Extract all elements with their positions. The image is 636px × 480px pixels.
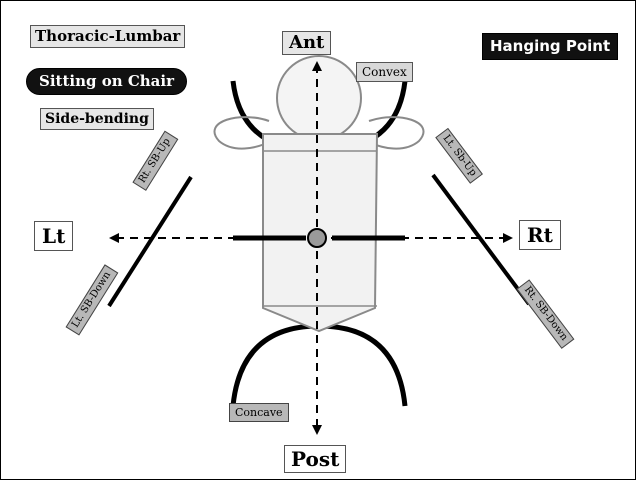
posterior-label: Post [284, 445, 346, 473]
center-joint [308, 229, 326, 247]
motion-label: Side-bending [40, 108, 154, 130]
convex-label: Convex [356, 62, 413, 82]
left-diagonal-line [109, 177, 191, 306]
hanging-point-label: Hanging Point [482, 33, 618, 60]
anterior-label: Ant [282, 31, 331, 55]
head-circle [277, 56, 361, 140]
lower-arc [233, 326, 405, 406]
right-label: Rt [519, 220, 561, 250]
position-pill: Sitting on Chair [26, 68, 187, 95]
right-diagonal-line [433, 175, 529, 304]
left-label: Lt [34, 221, 73, 251]
title-label: Thoracic-Lumbar [30, 25, 185, 48]
concave-label: Concave [229, 403, 289, 422]
